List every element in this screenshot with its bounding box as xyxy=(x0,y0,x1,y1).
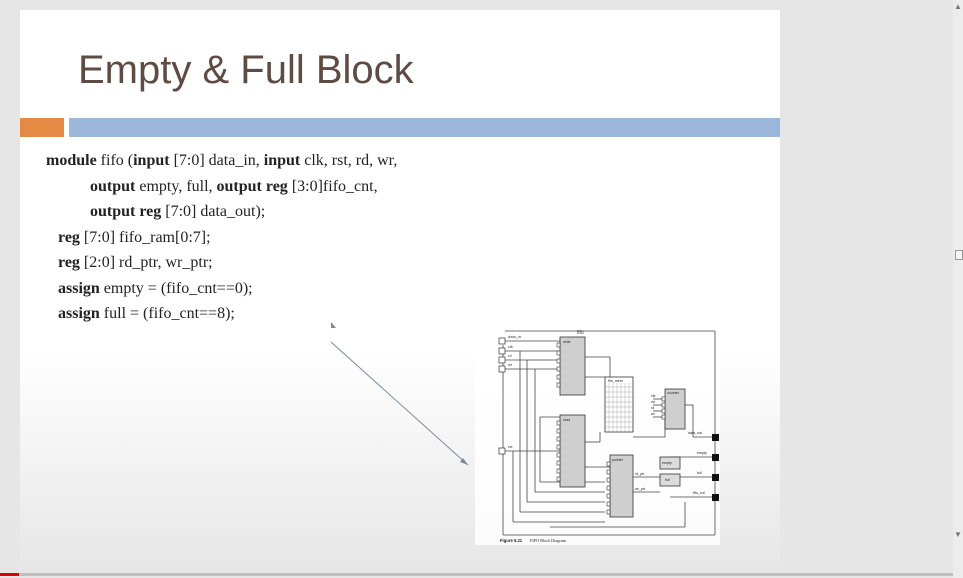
write-block xyxy=(559,336,586,396)
code-line: reg [2:0] rd_ptr, wr_ptr; xyxy=(46,250,397,276)
signal-label: rd_ptr xyxy=(635,472,645,476)
code-line: module fifo (input [7:0] data_in, input … xyxy=(46,148,397,174)
scroll-up-icon[interactable]: ▲ xyxy=(954,2,962,11)
empty-block xyxy=(659,456,681,470)
code-text: [7:0] data_in, xyxy=(169,152,264,169)
accent-bar-orange xyxy=(20,118,64,137)
code-text: [7:0] fifo_ram[0:7]; xyxy=(79,228,211,246)
fifo-mem-block xyxy=(604,376,634,433)
scroll-thumb[interactable] xyxy=(955,250,963,260)
input-label: clk xyxy=(508,344,513,349)
output-ports xyxy=(712,434,719,501)
pin-label: rst xyxy=(651,400,655,404)
block-label: full xyxy=(665,478,670,482)
code-text: [2:0] rd_ptr, wr_ptr; xyxy=(79,254,213,271)
code-line: output reg [7:0] data_out); xyxy=(46,199,397,225)
code-keyword: output xyxy=(90,177,136,195)
code-text: clk, rst, rd, wr, xyxy=(300,152,398,169)
input-label: wr xyxy=(508,362,513,367)
read-block xyxy=(559,414,586,488)
block-label: pointer xyxy=(612,458,624,462)
input-label: rst xyxy=(508,444,513,449)
figure-header: fifo xyxy=(577,330,584,336)
scrollbar[interactable] xyxy=(953,0,963,578)
pin-label: wr xyxy=(651,412,656,416)
code-line: reg [7:0] fifo_ram[0:7]; xyxy=(46,225,397,251)
figure-caption-number: Figure 5.21 xyxy=(500,538,523,543)
code-line: assign empty = (fifo_cnt==0); xyxy=(46,276,397,302)
code-keyword: module xyxy=(46,152,97,169)
output-label: full xyxy=(697,471,702,475)
output-label: fifo_cnt xyxy=(693,491,705,495)
input-ports xyxy=(498,337,506,455)
code-keyword: reg xyxy=(265,177,288,195)
code-block: module fifo (input [7:0] data_in, input … xyxy=(46,148,397,327)
code-text: empty = (fifo_cnt==0); xyxy=(99,279,253,297)
output-label: empty xyxy=(697,451,707,455)
video-progress-bar[interactable] xyxy=(0,573,953,576)
block-label: empty xyxy=(662,461,672,465)
accent-bar-blue xyxy=(69,118,780,137)
scroll-down-icon[interactable]: ▼ xyxy=(954,530,962,539)
code-text: fifo ( xyxy=(96,152,134,169)
input-label: data_in xyxy=(508,334,521,339)
code-keyword: input xyxy=(263,152,301,169)
full-block xyxy=(659,473,681,487)
output-label: data_out xyxy=(688,431,702,435)
code-keyword: reg xyxy=(139,203,162,220)
block-label: counter xyxy=(667,391,680,395)
code-keyword: reg xyxy=(58,254,80,271)
code-line: assign full = (fifo_cnt==8); xyxy=(46,301,397,327)
code-keyword: reg xyxy=(58,228,80,246)
code-keyword: output xyxy=(216,177,262,195)
input-label: rd xyxy=(508,353,512,358)
video-progress-fill xyxy=(0,573,20,576)
code-text: [3:0]fifo_cnt, xyxy=(287,177,378,195)
code-text: [7:0] data_out); xyxy=(161,203,266,220)
code-line: output empty, full, output reg [3:0]fifo… xyxy=(46,174,397,200)
pin-label: clk xyxy=(651,394,656,398)
code-text: full = (fifo_cnt==8); xyxy=(99,305,235,322)
signal-label: wr_ptr xyxy=(635,487,646,491)
code-keyword: input xyxy=(133,152,170,169)
fifo-block-diagram: fifo xyxy=(475,317,720,545)
pin-label: rd xyxy=(651,406,654,410)
code-text: empty, full, xyxy=(135,177,217,195)
figure-caption-text: FIFO Block Diagram xyxy=(530,538,567,543)
block-label: fifo_mem xyxy=(608,379,623,383)
code-keyword: assign xyxy=(58,305,100,322)
code-keyword: output xyxy=(90,203,136,220)
code-keyword: assign xyxy=(58,279,100,297)
block-label: read xyxy=(563,418,570,422)
fifo-mem-grid xyxy=(605,383,633,432)
slide-title: Empty & Full Block xyxy=(78,48,414,92)
block-label: write xyxy=(563,340,571,344)
